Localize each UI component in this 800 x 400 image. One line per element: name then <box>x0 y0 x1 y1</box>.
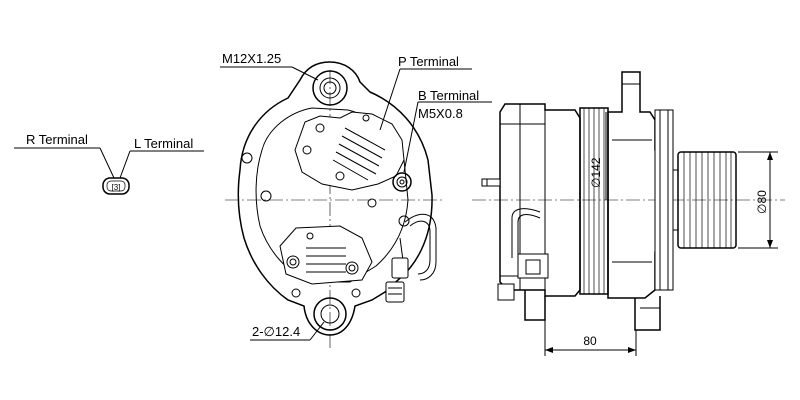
pulley-grooves <box>683 152 732 248</box>
stator-lines <box>583 108 605 294</box>
l-terminal-label: L Terminal <box>134 136 193 151</box>
front-view-leaders <box>220 66 492 341</box>
r-terminal-label: R Terminal <box>26 132 88 147</box>
connector-symbol: [3] <box>14 147 204 195</box>
m12-label: M12X1.25 <box>222 51 281 66</box>
lower-fins <box>306 247 346 273</box>
b-terminal-label: B Terminal <box>418 88 479 103</box>
dia142-label: ∅142 <box>589 157 603 188</box>
dia80-label: ∅80 <box>755 190 769 214</box>
front-view <box>225 61 445 350</box>
side-view <box>472 71 785 331</box>
p-terminal-label: P Terminal <box>398 54 459 69</box>
m5-label: M5X0.8 <box>418 106 463 121</box>
hole-diameter-label: 2-∅12.4 <box>252 324 300 339</box>
length80-label: 80 <box>583 334 597 348</box>
regulator-fins <box>332 127 386 181</box>
connector-pin-text: [3] <box>112 183 121 192</box>
dimension-lines <box>544 112 778 356</box>
